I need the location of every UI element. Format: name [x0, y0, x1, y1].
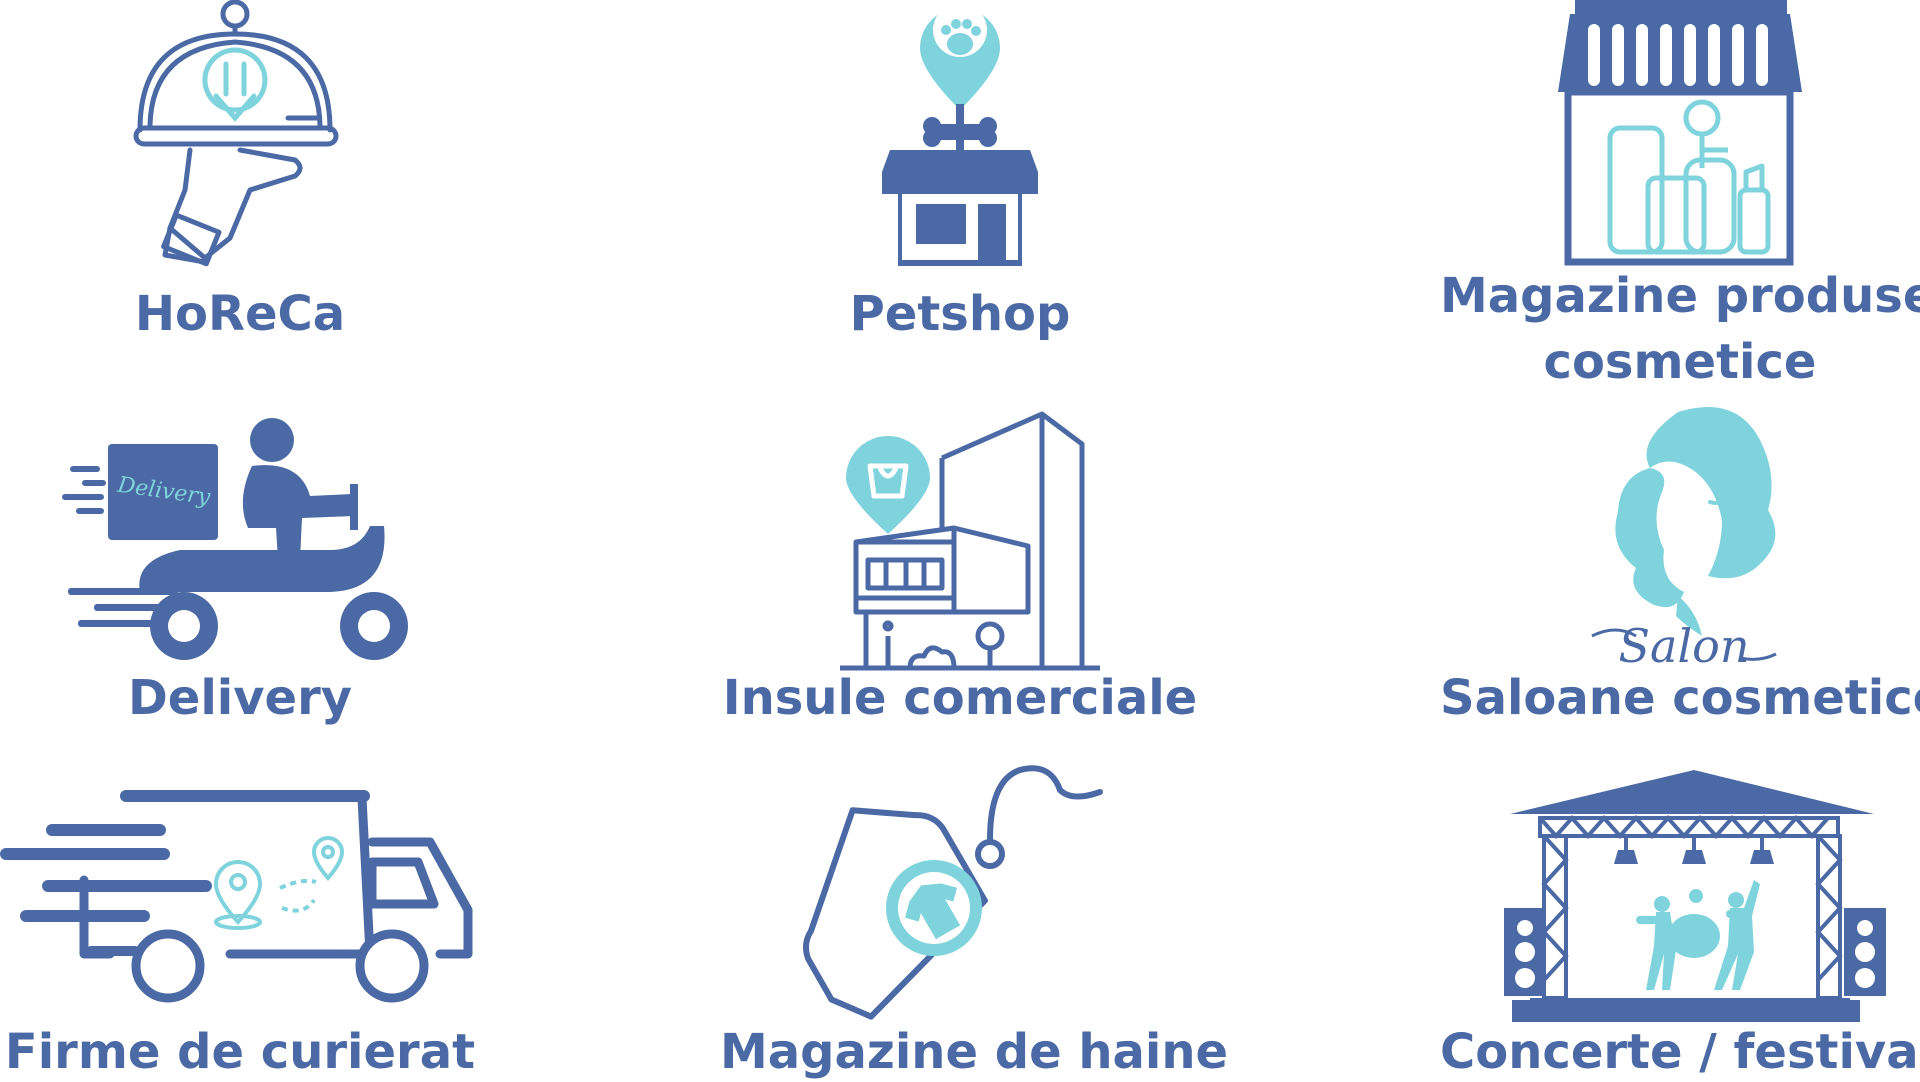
category-label-line-2: cosmetice: [1543, 334, 1817, 390]
category-label: Insule comerciale: [722, 670, 1198, 726]
category-courier[interactable]: Firme de curierat: [0, 740, 480, 1080]
category-clothing-stores[interactable]: Magazine de haine: [720, 740, 1229, 1080]
category-label: HoReCa: [134, 286, 346, 342]
category-cosmetics-store[interactable]: Magazine produse cosmetice: [1440, 0, 1920, 400]
category-delivery[interactable]: Delivery Delivery: [0, 400, 480, 740]
courier-truck-icon: [0, 790, 473, 1003]
price-tag-shirt-icon: [802, 765, 1103, 1020]
pet-shop-icon: [882, 3, 1038, 266]
category-commercial-islands[interactable]: Insule comerciale: [720, 400, 1200, 740]
category-label: Firme de curierat: [4, 1024, 476, 1080]
salon-woman-icon: Salon: [1591, 406, 1777, 673]
category-label-line-1: Magazine produse: [1440, 268, 1920, 324]
category-label: Concerte / festivaluri: [1440, 1024, 1920, 1080]
cloche-tray-icon: [133, 0, 339, 267]
category-label: Saloane cosmetice: [1440, 670, 1920, 726]
category-label: Petshop: [849, 286, 1071, 342]
category-beauty-salons[interactable]: Salon Saloane cosmetice: [1440, 400, 1920, 740]
shopping-building-icon: [840, 411, 1100, 671]
category-label: Delivery: [127, 670, 353, 726]
cosmetics-store-icon: [1558, 0, 1802, 266]
category-label: Magazine de haine: [720, 1024, 1229, 1080]
concert-stage-icon: [1504, 770, 1886, 1022]
category-petshop[interactable]: Petshop: [720, 0, 1200, 400]
salon-logo-text: Salon: [1619, 619, 1750, 673]
category-horeca[interactable]: HoReCa: [0, 0, 480, 400]
delivery-scooter-icon: Delivery: [62, 418, 408, 660]
category-concerts[interactable]: Concerte / festivaluri: [1440, 740, 1920, 1080]
